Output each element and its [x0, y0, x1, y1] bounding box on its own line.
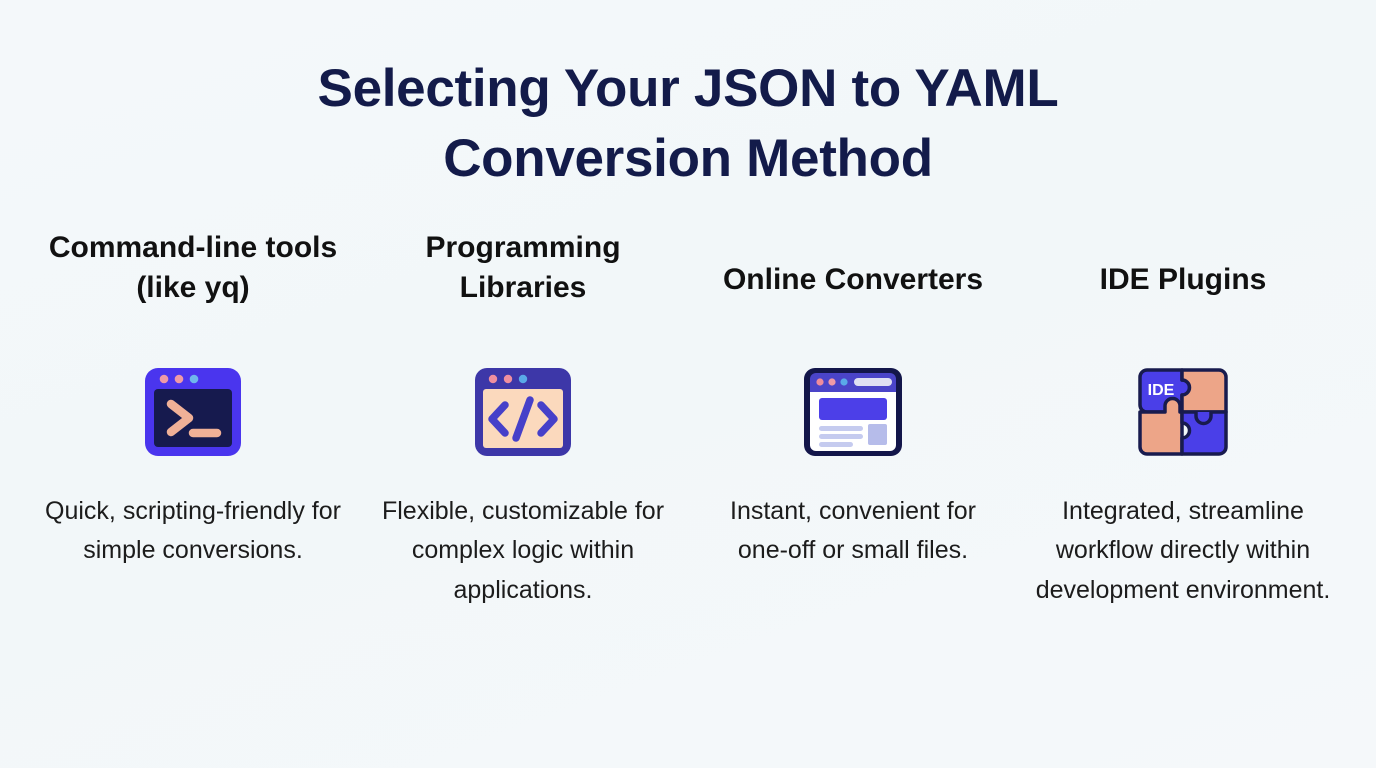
method-columns: Command-line tools (like yq) Quick, scri…	[28, 228, 1348, 611]
code-brackets-icon	[471, 360, 575, 464]
column-heading-ide: IDE Plugins	[1099, 263, 1267, 297]
page-title: Selecting Your JSON to YAML Conversion M…	[317, 59, 1059, 188]
ide-icon-label: IDE	[1148, 382, 1175, 399]
puzzle-piece-icon: IDE	[1130, 360, 1236, 464]
method-column-ide: IDE Plugins	[1018, 228, 1348, 611]
column-description-ide: Integrated, streamline workflow directly…	[1035, 496, 1331, 604]
icon-wrap-online	[799, 332, 907, 492]
browser-window-icon	[799, 360, 907, 464]
column-heading-online: Online Converters	[722, 263, 984, 297]
method-column-command-line: Command-line tools (like yq) Quick, scri…	[28, 228, 358, 571]
column-heading-libraries: Programming Libraries	[425, 230, 621, 304]
column-heading-command-line: Command-line tools (like yq)	[48, 230, 338, 304]
column-description-libraries: Flexible, customizable for complex logic…	[381, 496, 665, 604]
column-description-online: Instant, convenient for one-off or small…	[730, 496, 976, 565]
terminal-icon	[141, 360, 245, 464]
icon-wrap-command-line	[141, 332, 245, 492]
column-description-command-line: Quick, scripting-friendly for simple con…	[45, 496, 341, 565]
icon-wrap-libraries	[471, 332, 575, 492]
icon-wrap-ide: IDE	[1130, 332, 1236, 492]
method-column-online: Online Converters	[688, 228, 1018, 571]
method-column-libraries: Programming Libraries Flexible, cust	[358, 228, 688, 611]
